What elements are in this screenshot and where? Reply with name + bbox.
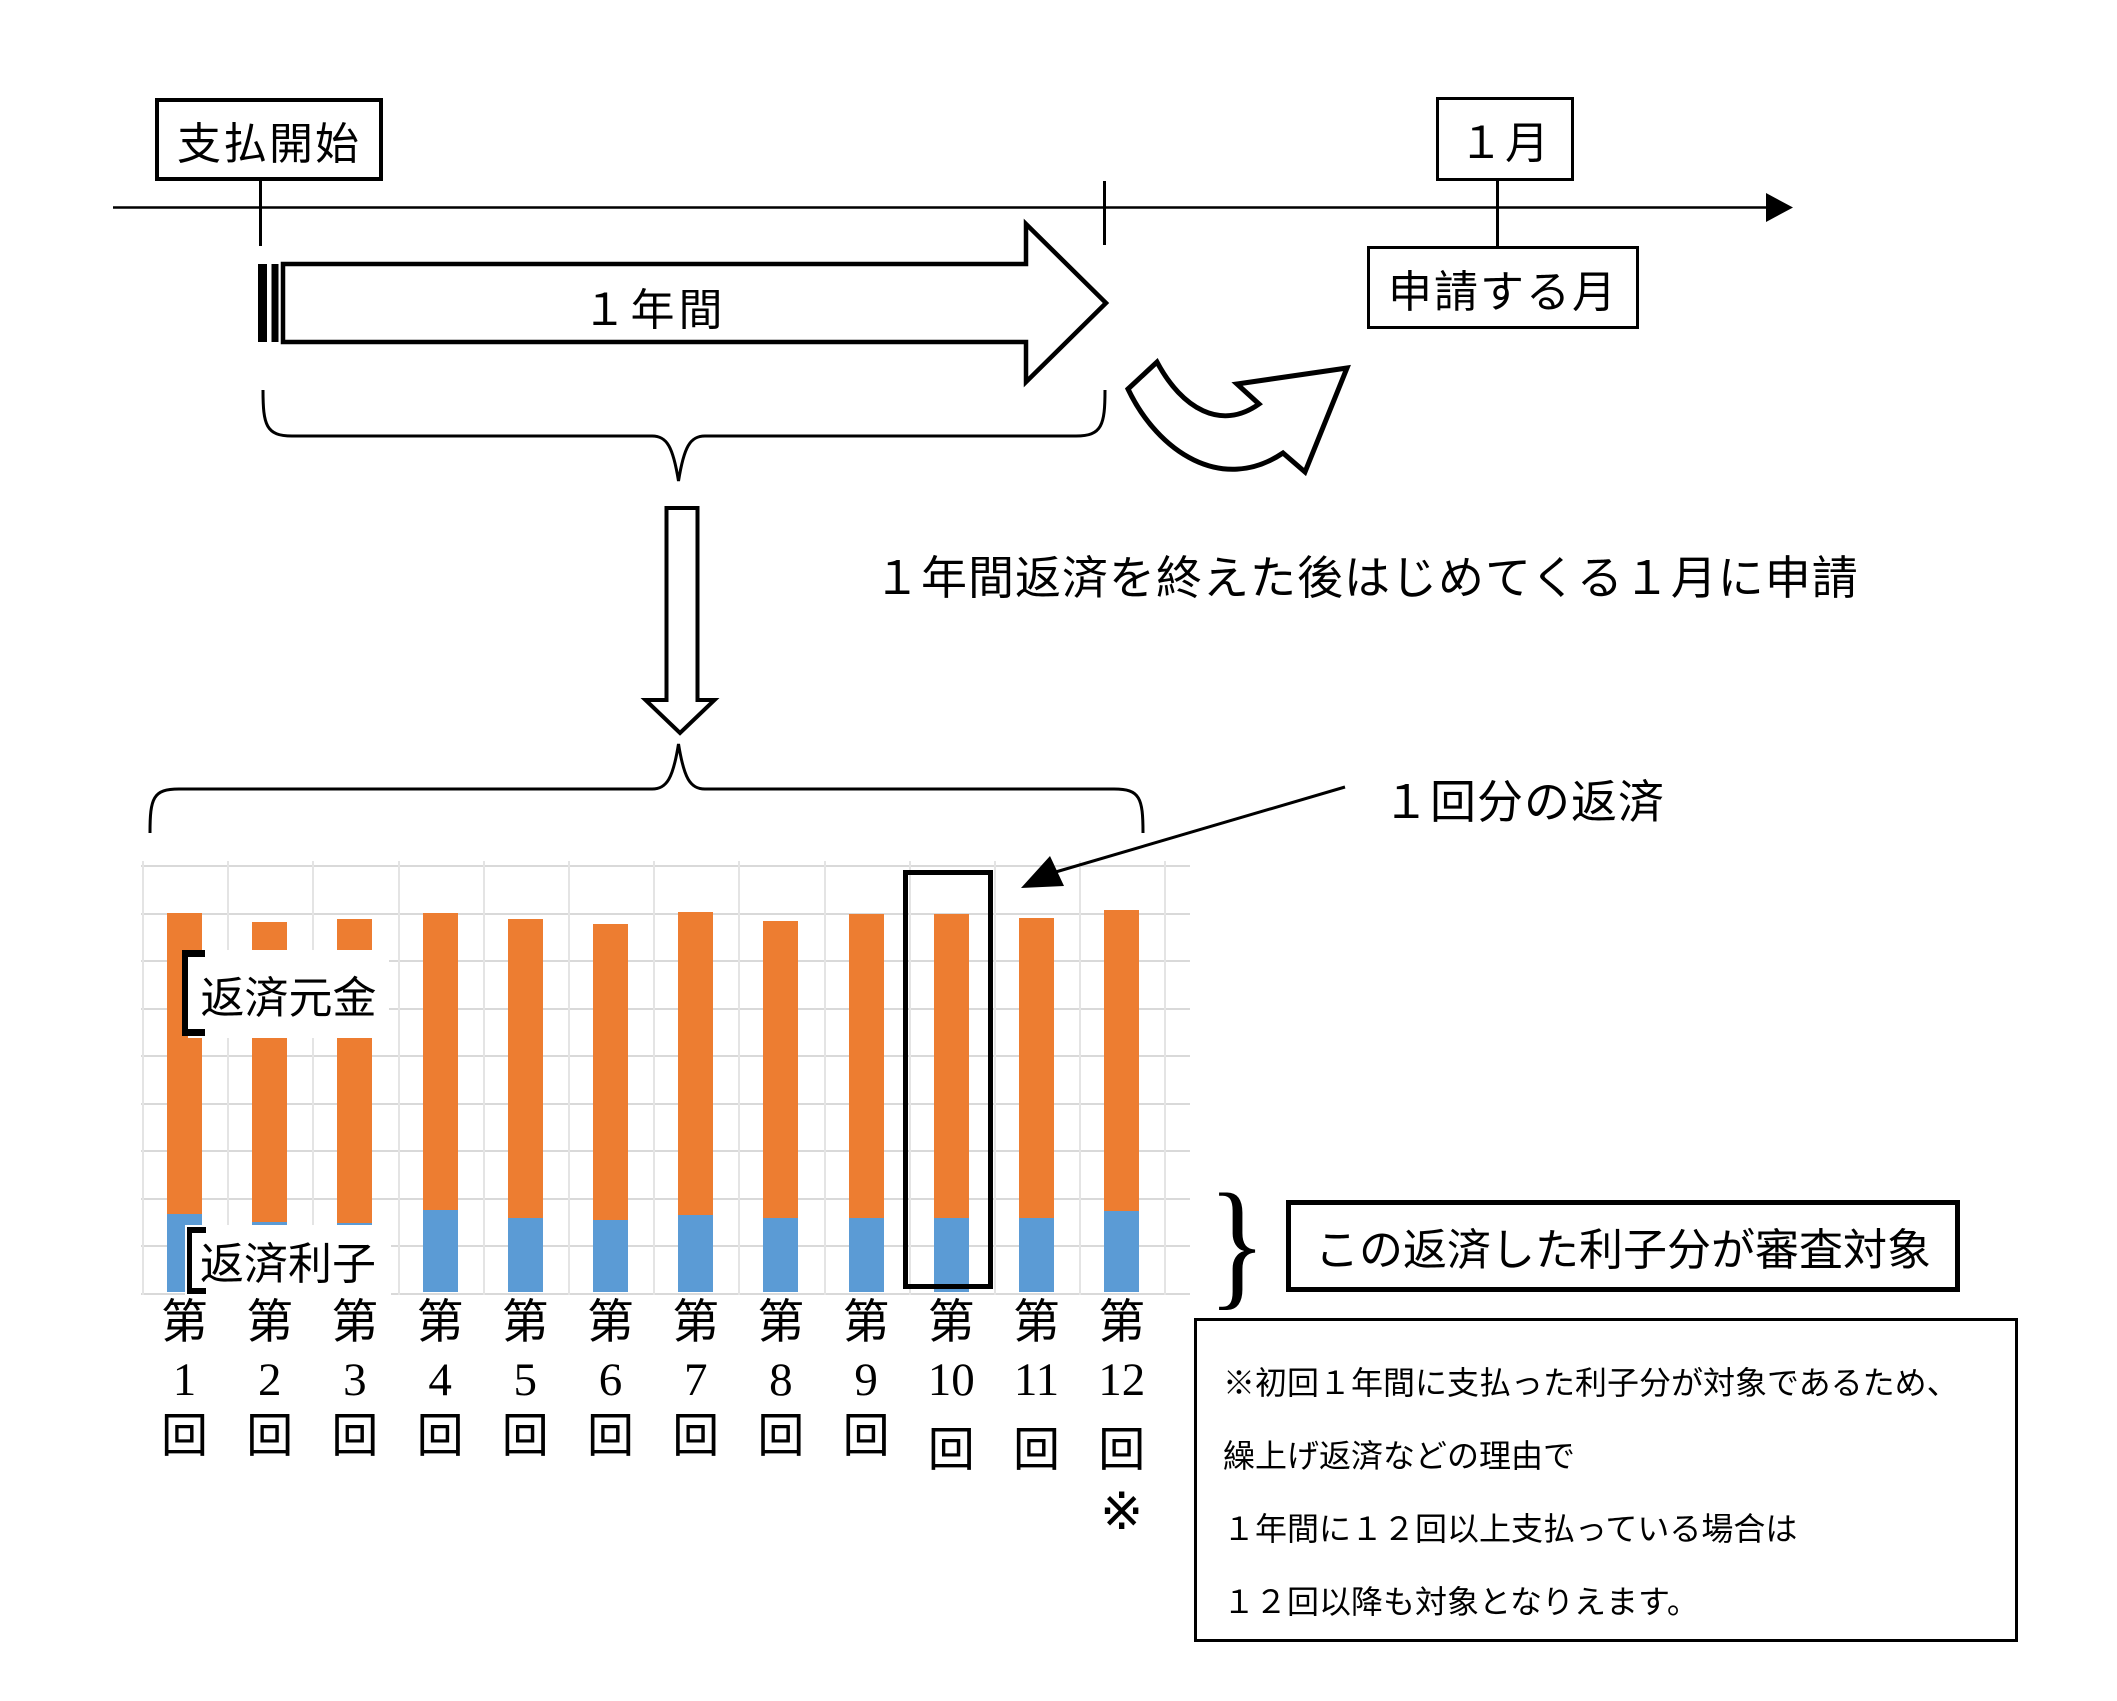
apply-annotation: １年間返済を終えた後はじめてくる１月に申請	[874, 553, 1859, 604]
review-brace-icon: }	[1208, 1164, 1267, 1322]
principal-bracket-bottom-cap	[182, 1029, 205, 1036]
bar-segment-interest	[593, 1220, 628, 1293]
bar-segment-principal	[1019, 917, 1054, 1219]
chart-gridline-h	[141, 1102, 1190, 1105]
january-box: １月	[1436, 97, 1574, 181]
footnote-mark: ※	[1099, 1484, 1144, 1541]
interest-series-label: 返済利子	[200, 1240, 376, 1289]
application-month-label: 申請する月	[1388, 267, 1618, 317]
application-month-box: 申請する月	[1367, 246, 1639, 329]
chart-gridline-v	[1079, 861, 1082, 1295]
bar-segment-interest	[507, 1218, 543, 1293]
chart-gridline-h	[141, 1292, 1190, 1295]
footnote-line-1: ※初回１年間に支払った利子分が対象であるため、	[1223, 1365, 1959, 1401]
footnote-line-3: １年間に１２回以上支払っている場合は	[1223, 1511, 1798, 1547]
chart-gridline-v	[227, 861, 230, 1295]
bar-segment-interest	[763, 1218, 799, 1293]
principal-bracket-top-cap	[182, 950, 205, 957]
bar-segment-interest	[848, 1218, 884, 1293]
bar-segment-principal	[507, 918, 543, 1219]
bar-segment-principal	[848, 914, 884, 1219]
january-label: １月	[1459, 119, 1551, 168]
bar-segment-principal	[1104, 909, 1140, 1212]
payment-start-label: 支払開始	[177, 119, 361, 169]
bar-segment-principal	[422, 912, 458, 1211]
chart-gridline-v	[738, 861, 741, 1295]
year-arrow-label: １年間	[582, 286, 727, 335]
principal-bracket-icon	[182, 950, 188, 1036]
payment-start-box: 支払開始	[155, 98, 383, 181]
review-target-label: この返済した利子分が審査対象	[1315, 1226, 1931, 1275]
bar-segment-interest	[1019, 1218, 1054, 1293]
bar-segment-interest	[1104, 1211, 1140, 1293]
review-target-box: この返済した利子分が審査対象	[1286, 1200, 1960, 1292]
chart-gridline-h	[141, 1245, 1190, 1247]
chart-gridline-v	[908, 861, 911, 1295]
interest-bracket-icon	[187, 1227, 192, 1293]
chart-gridline-v	[993, 861, 996, 1295]
chart-gridline-v	[141, 861, 144, 1295]
bar-segment-principal	[933, 914, 969, 1219]
chart-gridline-v	[823, 861, 826, 1295]
footnote-line-2: 繰上げ返済などの理由で	[1223, 1438, 1576, 1474]
chart-gridline-h	[141, 1007, 1190, 1010]
chart-gridline-h	[141, 865, 1190, 867]
one-payment-annotation: １回分の返済	[1383, 777, 1665, 828]
chart-gridline-v	[653, 861, 656, 1295]
principal-series-label: 返済元金	[200, 974, 377, 1023]
bar-segment-principal	[678, 911, 714, 1215]
bar-segment-principal	[593, 924, 628, 1221]
highlighted-payment-rect	[903, 870, 993, 1289]
bar-segment-interest	[422, 1210, 458, 1293]
interest-bracket-bottom-cap	[187, 1288, 206, 1294]
chart-gridline-h	[141, 1055, 1190, 1057]
bar-segment-interest	[678, 1214, 714, 1293]
interest-series-label-box: 返済利子	[185, 1225, 391, 1295]
footnote-line-4: １２回以降も対象となりえます。	[1223, 1584, 1699, 1620]
chart-gridline-v	[567, 861, 570, 1295]
chart-gridline-h	[141, 1150, 1190, 1152]
chart-gridline-h	[141, 912, 1190, 915]
chart-gridline-h	[141, 1197, 1190, 1200]
chart-gridline-h	[141, 960, 1190, 962]
chart-gridline-v	[397, 861, 400, 1295]
chart-gridline-v	[482, 861, 485, 1295]
chart-gridline-v	[312, 861, 315, 1295]
footnote-box: ※初回１年間に支払った利子分が対象であるため、 繰上げ返済などの理由で １年間に…	[1194, 1318, 2018, 1642]
chart-gridline-v	[1164, 861, 1167, 1295]
principal-series-label-box: 返済元金	[188, 950, 389, 1038]
bar-segment-interest	[933, 1218, 969, 1293]
interest-bracket-top-cap	[187, 1227, 206, 1233]
bar-segment-principal	[763, 920, 799, 1219]
